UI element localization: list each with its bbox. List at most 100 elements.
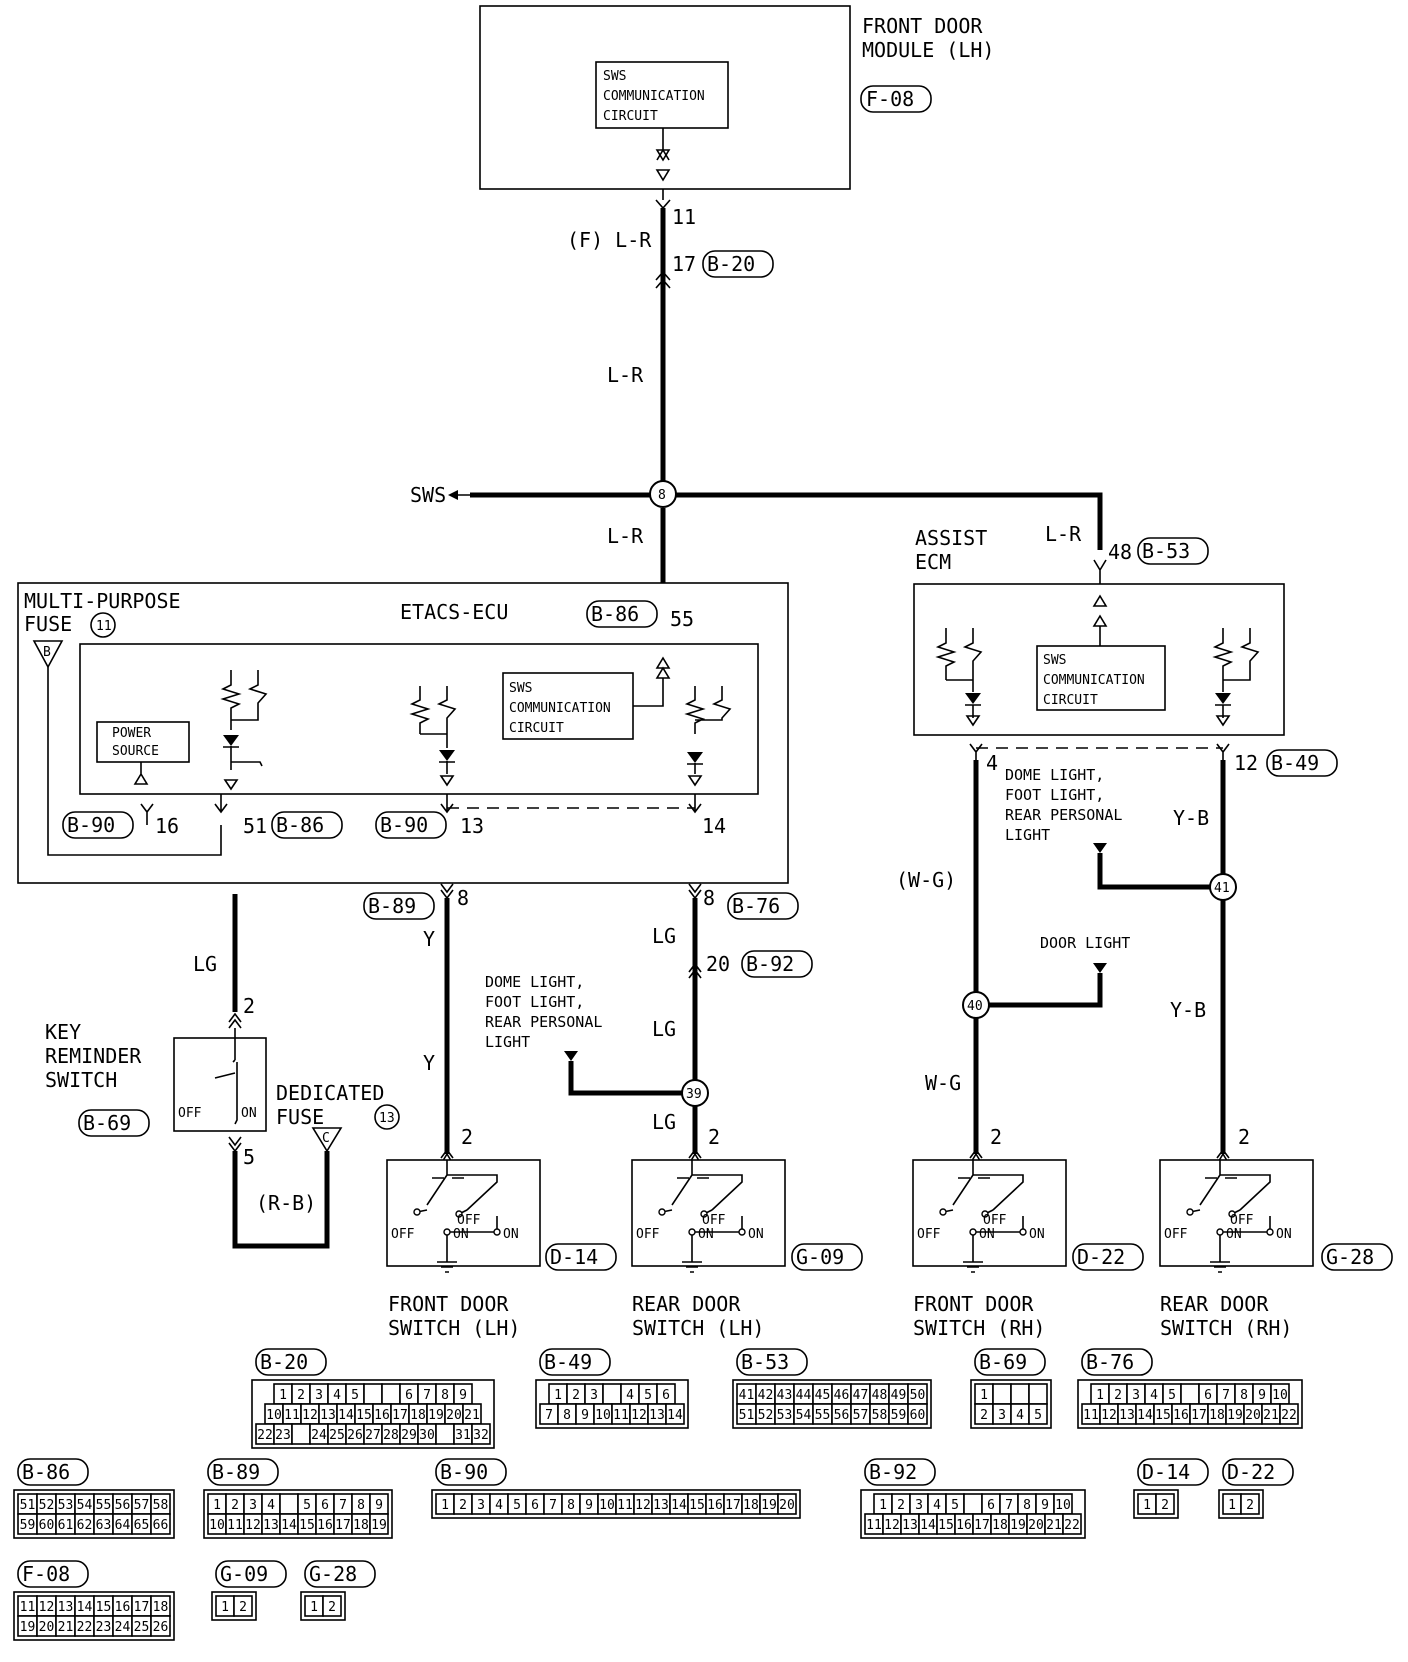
connector-pin: 20: [1245, 1408, 1261, 1423]
connector-label: B-86: [591, 602, 639, 626]
circuit-text: COMMUNICATION: [1043, 673, 1145, 688]
off-label: OFF: [1230, 1213, 1254, 1228]
switch-name: SWITCH: [45, 1068, 117, 1092]
connector-pin: 49: [891, 1388, 907, 1403]
connector-pin: 45: [815, 1388, 831, 1403]
connector-pin: 15: [938, 1518, 954, 1533]
wire-label: (F) L-R: [567, 228, 652, 252]
connector-label: B-53: [1142, 539, 1190, 563]
connector-pin: 3: [998, 1408, 1006, 1423]
connector-pin: 24: [311, 1428, 327, 1443]
connector-pin: 10: [1272, 1388, 1288, 1403]
switch-name: SWITCH (LH): [388, 1316, 520, 1340]
connector-pin: 4: [495, 1498, 503, 1513]
connector-pin: 8: [563, 1408, 571, 1423]
pin-label: 14: [702, 814, 726, 838]
connector-pin: 2: [459, 1498, 467, 1513]
connector-pin: 8: [1240, 1388, 1248, 1403]
connector-pin: 15: [1155, 1408, 1171, 1423]
connector-pin: 46: [834, 1388, 850, 1403]
connector-pin: 6: [662, 1388, 670, 1403]
light-text: FOOT LIGHT,: [1005, 786, 1104, 804]
connector-pin: 18: [743, 1498, 759, 1513]
connector-pin: 47: [853, 1388, 869, 1403]
connector-pin: 4: [1016, 1408, 1024, 1423]
wire-label: LG: [652, 1110, 676, 1134]
connector-pin: 12: [1101, 1408, 1117, 1423]
connector-pin: 4: [267, 1498, 275, 1513]
wire-label: W-G: [925, 1071, 961, 1095]
connector-label: F-08: [22, 1562, 70, 1586]
fuse-number: 13: [379, 1111, 395, 1126]
fuse-letter: C: [322, 1131, 330, 1146]
connector-pin: 10: [595, 1408, 611, 1423]
connector-pin: 12: [884, 1518, 900, 1533]
on-label: ON: [1029, 1227, 1045, 1242]
connector-pin: 18: [353, 1518, 369, 1533]
connector-pin: 18: [410, 1408, 426, 1423]
connector-pin: 16: [374, 1408, 390, 1423]
connector-pin: 2: [1246, 1498, 1254, 1513]
wire-label: Y-B: [1170, 998, 1206, 1022]
junction-number: 8: [658, 488, 666, 503]
connector-pin: 64: [115, 1518, 131, 1533]
connector-pin: 2: [328, 1600, 336, 1615]
connector-pin: 12: [245, 1518, 261, 1533]
connector-pin: 57: [134, 1498, 150, 1513]
connector-pin: 55: [815, 1408, 831, 1423]
connector-pin: 11: [227, 1518, 243, 1533]
wire-label: Y: [423, 1051, 435, 1075]
connector-pin: 3: [315, 1388, 323, 1403]
connector-label: B-92: [746, 952, 794, 976]
pin-label: 2: [243, 994, 255, 1018]
junction-8: SWS 8 L-R L-R: [410, 480, 1103, 610]
connector-pin: 2: [980, 1408, 988, 1423]
connector-pin: 60: [39, 1518, 55, 1533]
connector-pin: 2: [1161, 1498, 1169, 1513]
connector-pin: 60: [910, 1408, 926, 1423]
connector-pin: 19: [428, 1408, 444, 1423]
connector-label: B-20: [260, 1350, 308, 1374]
fuse-title: FUSE: [24, 612, 72, 636]
pin-label: 48: [1108, 540, 1132, 564]
connector-pin: 15: [356, 1408, 372, 1423]
wire-label: Y: [423, 927, 435, 951]
connector-pin: 22: [1064, 1518, 1080, 1533]
wire-label: (R-B): [256, 1191, 316, 1215]
light-text: LIGHT: [1005, 826, 1050, 844]
connector-label: B-90: [67, 813, 115, 837]
off-label: OFF: [917, 1227, 941, 1242]
connector-pin: 1: [441, 1498, 449, 1513]
pin-label: 2: [708, 1125, 720, 1149]
connector-pin: 65: [134, 1518, 150, 1533]
connector-pin: 13: [58, 1600, 74, 1615]
connector-pin: 48: [872, 1388, 888, 1403]
connector-pin: 24: [115, 1620, 131, 1635]
connector-pin: 23: [96, 1620, 112, 1635]
switch-name: KEY: [45, 1020, 81, 1044]
switch-name: FRONT DOOR: [388, 1292, 509, 1316]
on-label: ON: [1226, 1227, 1242, 1242]
connector-pin: 7: [549, 1498, 557, 1513]
connector-pin: 2: [572, 1388, 580, 1403]
wire-label: L-R: [607, 363, 644, 387]
connector-pin: 21: [58, 1620, 74, 1635]
connector-pin: 5: [644, 1388, 652, 1403]
pin-label: 2: [990, 1125, 1002, 1149]
connector-pin: 6: [1204, 1388, 1212, 1403]
connector-pin: 4: [626, 1388, 634, 1403]
connector-pin: 16: [317, 1518, 333, 1533]
connector-pin: 52: [758, 1408, 774, 1423]
pin-label: 2: [461, 1125, 473, 1149]
connector-pin: 12: [631, 1408, 647, 1423]
connector-pin: 17: [392, 1408, 408, 1423]
connector-pin: 29: [401, 1428, 417, 1443]
module-title: FRONT DOOR: [862, 14, 983, 38]
pin-label: 5: [243, 1145, 255, 1169]
connector-pin: 66: [153, 1518, 169, 1533]
